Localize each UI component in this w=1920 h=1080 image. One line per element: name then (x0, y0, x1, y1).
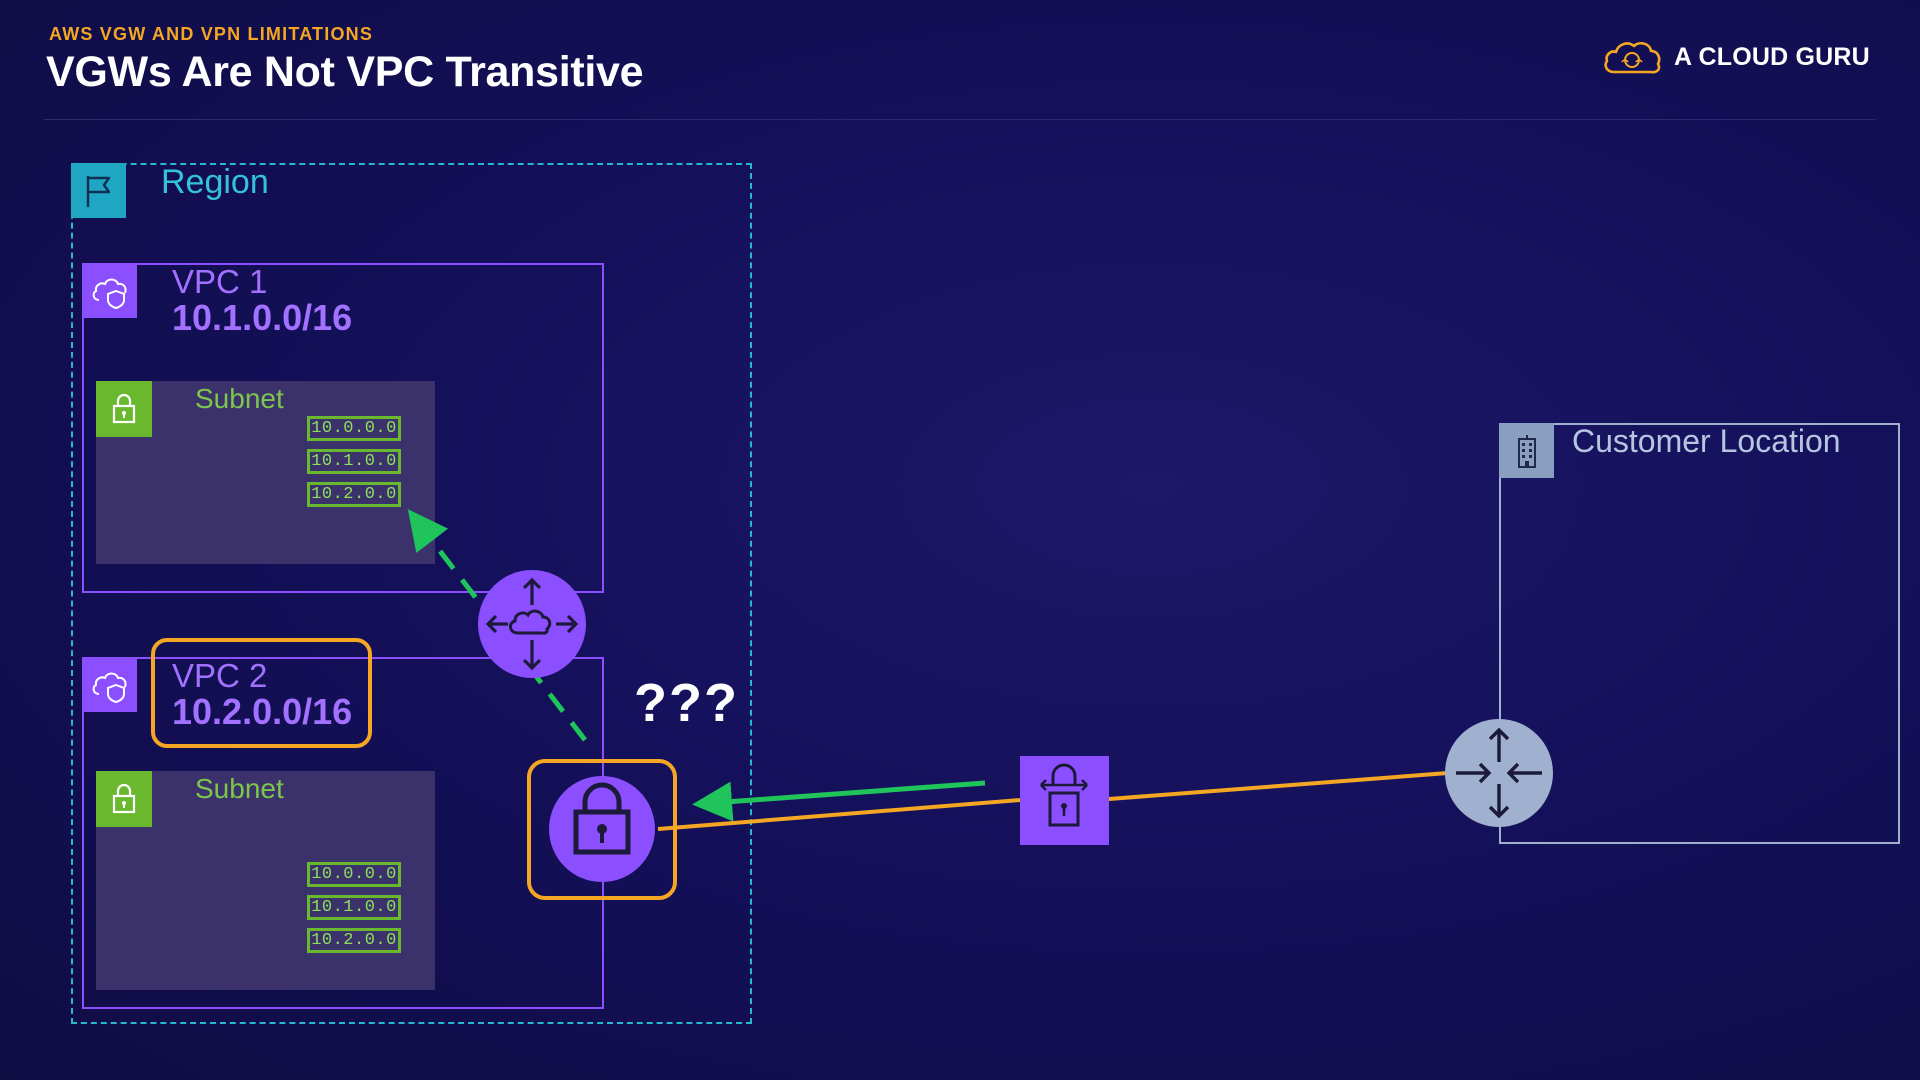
region-label: Region (161, 163, 269, 201)
region-boundary (71, 163, 752, 1024)
vpc-2-subnet-padlock-icon (96, 771, 152, 827)
region-flag-icon (71, 163, 126, 218)
vpc-1-route-entry: 10.1.0.0 (307, 449, 401, 474)
vpc-2-highlight-box (151, 638, 372, 748)
vpc-2-subnet (96, 771, 435, 990)
vpn-connection-icon (1020, 756, 1109, 845)
question-marks-annotation: ??? (634, 673, 739, 733)
vpc-2-route-entry: 10.0.0.0 (307, 862, 401, 887)
traffic-arrow (692, 780, 986, 822)
slide-eyebrow: AWS VGW AND VPN LIMITATIONS (49, 24, 374, 44)
customer-gateway-router-icon (1445, 719, 1553, 827)
brand-logo: A CLOUD GURU (1602, 38, 1870, 76)
vpc-1-subnet-label: Subnet (195, 383, 284, 414)
vpc-1-cloud-icon (82, 263, 137, 318)
blocked-route-arrow (407, 509, 587, 742)
header-divider (44, 119, 1876, 120)
vgw-highlight-box (527, 759, 677, 900)
customer-location-boundary (1499, 423, 1900, 844)
vpc-2-route-entry: 10.2.0.0 (307, 928, 401, 953)
vpn-gateway-icon (549, 776, 655, 882)
vpc-1-route-entry: 10.2.0.0 (307, 482, 401, 507)
vpn-tunnel-line (657, 798, 1021, 831)
vpc-2-cidr: 10.2.0.0/16 (172, 691, 353, 732)
transit-gateway-icon (478, 570, 586, 678)
vpc-2-subnet-label: Subnet (195, 773, 284, 804)
building-icon (1499, 423, 1554, 478)
cloud-logo-icon (1604, 41, 1661, 74)
vpc-1-subnet-padlock-icon (96, 381, 152, 437)
vpc-2-cloud-icon (82, 657, 137, 712)
vpc-1-boundary (82, 263, 604, 593)
vpc-1-route-entry: 10.0.0.0 (307, 416, 401, 441)
vpn-tunnel-line (1108, 771, 1449, 801)
customer-location-label: Customer Location (1572, 423, 1841, 459)
vpc-2-route-entry: 10.1.0.0 (307, 895, 401, 920)
vpc-1-name: VPC 1 (172, 263, 268, 300)
slide-title: VGWs Are Not VPC Transitive (46, 48, 644, 96)
vpc-2-name: VPC 2 (172, 657, 268, 694)
brand-name: A CLOUD GURU (1674, 42, 1870, 71)
vpc-1-cidr: 10.1.0.0/16 (172, 297, 353, 338)
